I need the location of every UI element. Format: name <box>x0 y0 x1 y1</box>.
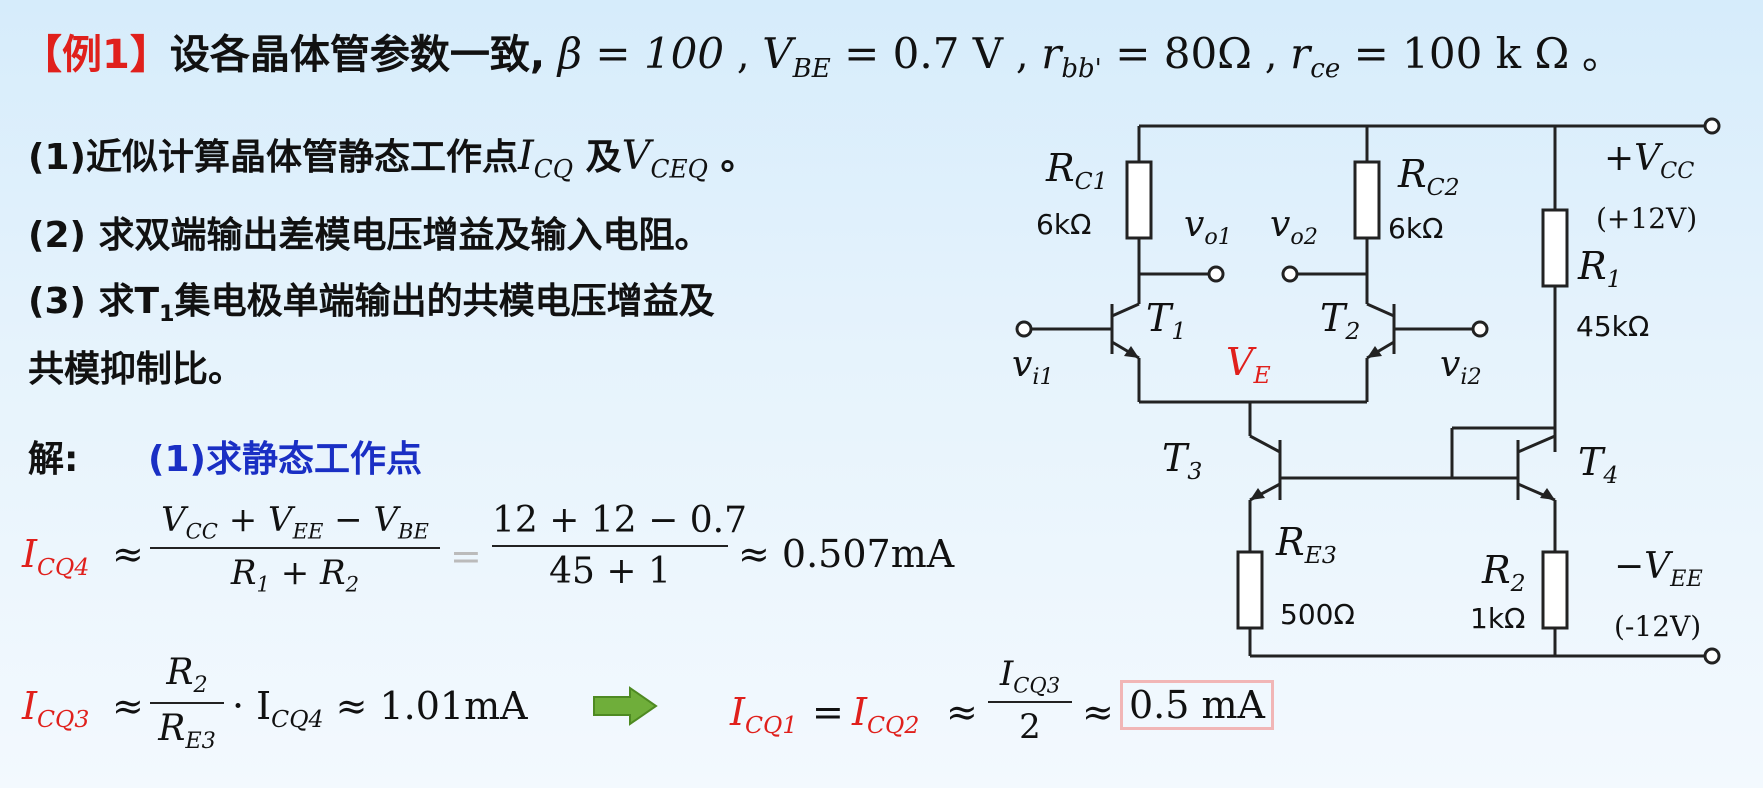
ratio-numerator: R2 <box>166 652 208 698</box>
equals-sign-2: = <box>812 690 844 734</box>
fraction-numeric: 12 + 12 − 0.7 45 + 1 <box>492 500 747 592</box>
final-answer-box: 0.5 mA <box>1120 680 1274 730</box>
label-rc1: RC1 <box>1046 146 1108 196</box>
value-vee: (-12V) <box>1614 610 1702 643</box>
label-t2: T2 <box>1320 296 1361 346</box>
label-r2: R2 <box>1482 548 1526 598</box>
intro-text: 设各晶体管参数一致, <box>169 32 546 78</box>
label-vcc: +VCC <box>1604 138 1695 184</box>
value-rc1: 6kΩ <box>1036 208 1092 241</box>
fraction-vcc: VCC + VEE − VBE R1 + R2 <box>150 500 440 597</box>
equals-sign-1: = <box>450 534 482 578</box>
circuit-wires <box>1028 124 1708 658</box>
fraction-r2-re3: R2 RE3 <box>150 652 224 754</box>
question-3: (3) 求T1集电极单端输出的共模电压增益及 <box>28 281 715 327</box>
problem-header: 【例1】设各晶体管参数一致, β = 100 , VBE = 0.7 V , r… <box>22 29 1622 85</box>
label-vi1: vi1 <box>1012 344 1054 390</box>
label-vi2: vi2 <box>1440 344 1482 390</box>
value-re3: 500Ω <box>1280 598 1355 631</box>
value-r2: 1kΩ <box>1470 602 1526 635</box>
step-1-title: (1)求静态工作点 <box>148 439 422 480</box>
formula-denominator: R1 + R2 <box>230 553 360 597</box>
label-ve: VE <box>1226 340 1271 390</box>
approx-sign-3: ≈ <box>946 690 978 734</box>
question-1: (1)近似计算晶体管静态工作点ICQ 及VCEQ 。 <box>28 133 757 184</box>
approx-sign-2: ≈ <box>112 684 144 728</box>
result-1: ≈ 0.507mA <box>738 532 955 576</box>
rce-param: rce = 100 k Ω <box>1290 29 1570 85</box>
rbb-param: rbb' = 80Ω <box>1041 29 1253 85</box>
label-t4: T4 <box>1578 440 1619 490</box>
value-vcc: (+12V) <box>1596 202 1698 235</box>
resistor-icons <box>1125 160 1569 630</box>
emitter-arrow-icons <box>1124 346 1555 500</box>
label-rc2: RC2 <box>1398 152 1460 202</box>
label-t1: T1 <box>1146 296 1187 346</box>
label-t3: T3 <box>1162 436 1203 486</box>
vbe-param: VBE = 0.7 V <box>762 29 1004 85</box>
icq2-symbol: ICQ2 <box>852 690 920 740</box>
question-2: (2) 求双端输出差模电压增益及输入电阻。 <box>28 215 711 256</box>
label-re3: RE3 <box>1276 520 1337 570</box>
icq3-result: · ICQ4 ≈ 1.01mA <box>232 684 528 734</box>
label-r1: R1 <box>1578 244 1622 294</box>
icq3-symbol: ICQ3 <box>22 684 90 734</box>
value-rc2: 6kΩ <box>1388 212 1444 245</box>
label-vo2: vo2 <box>1270 204 1318 250</box>
label-vee: −VEE <box>1614 546 1703 592</box>
terminal-icons <box>1015 117 1721 665</box>
ratio-denominator: RE3 <box>158 707 216 754</box>
beta-param: β = 100 <box>557 29 725 78</box>
icq4-symbol: ICQ4 <box>22 532 90 582</box>
half-numerator: ICQ3 <box>999 654 1061 698</box>
label-vo1: vo1 <box>1184 204 1232 250</box>
approx-sign-4: ≈ <box>1082 690 1114 734</box>
solution-label: 解: <box>28 439 79 480</box>
approx-sign-1: ≈ <box>112 532 144 576</box>
right-arrow-icon <box>593 686 658 726</box>
fraction-icq3-half: ICQ3 2 <box>988 654 1072 747</box>
icq1-symbol: ICQ1 <box>730 690 798 740</box>
value-r1: 45kΩ <box>1576 310 1650 343</box>
question-3-cont: 共模抑制比。 <box>28 349 245 390</box>
formula-numerator: VCC + VEE − VBE <box>161 500 429 544</box>
example-tag: 【例1】 <box>22 32 170 78</box>
